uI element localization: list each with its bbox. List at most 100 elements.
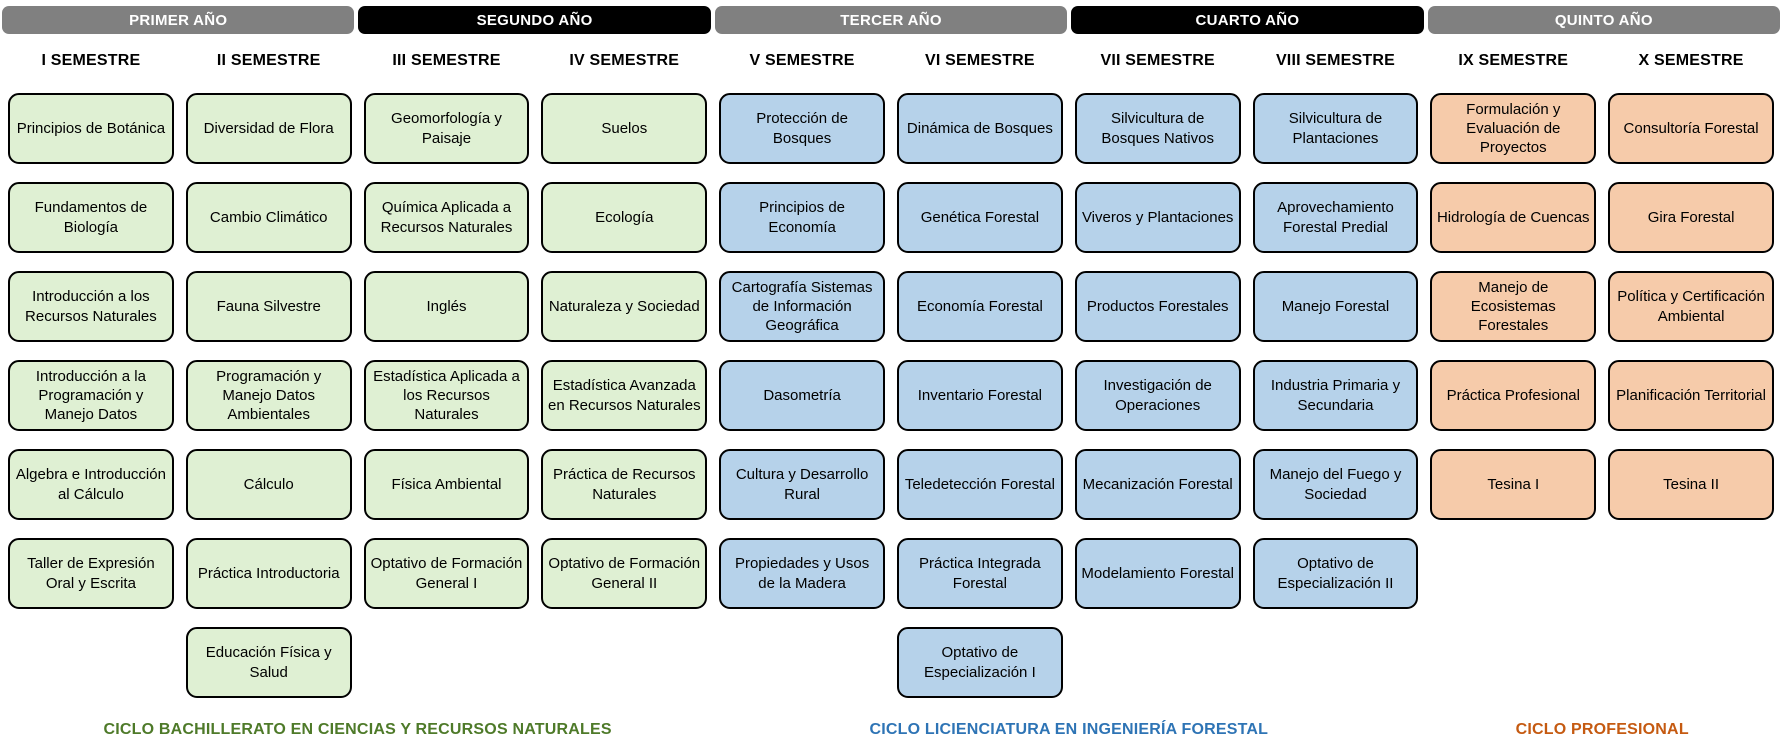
semester-heading-3: III SEMESTRE xyxy=(392,52,501,69)
course-box[interactable]: Cálculo xyxy=(185,449,352,520)
course-box[interactable]: Protección de Bosques xyxy=(719,93,885,164)
course-box[interactable]: Formulación y Evaluación de Proyectos xyxy=(1430,93,1597,164)
course-box[interactable]: Ecología xyxy=(541,182,708,253)
course-box[interactable]: Geomorfología y Paisaje xyxy=(363,93,530,164)
course-box[interactable]: Optativo de Formación General I xyxy=(363,538,530,609)
course-box[interactable]: Principios de Botánica xyxy=(8,93,174,164)
course-box[interactable]: Tesina II xyxy=(1608,449,1774,520)
course-box[interactable]: Gira Forestal xyxy=(1608,182,1774,253)
course-box[interactable]: Planificación Territorial xyxy=(1608,360,1774,431)
course-box[interactable]: Principios de Economía xyxy=(719,182,885,253)
course-box[interactable]: Inventario Forestal xyxy=(896,360,1063,431)
course-box[interactable]: Cartografía Sistemas de Información Geog… xyxy=(719,271,885,342)
course-box[interactable]: Suelos xyxy=(541,93,708,164)
course-box[interactable]: Dinámica de Bosques xyxy=(896,93,1063,164)
course-box[interactable]: Manejo Forestal xyxy=(1252,271,1419,342)
cycle-label-3: CICLO PROFESIONAL xyxy=(1515,721,1689,738)
course-slot-empty xyxy=(1075,627,1241,698)
course-box[interactable]: Tesina I xyxy=(1430,449,1597,520)
course-slot-empty xyxy=(364,627,530,698)
semester-heading-5: V SEMESTRE xyxy=(749,52,855,69)
semester-heading-6: VI SEMESTRE xyxy=(924,52,1035,69)
course-box[interactable]: Silvicultura de Bosques Nativos xyxy=(1074,93,1241,164)
course-box[interactable]: Introducción a la Programación y Manejo … xyxy=(8,360,174,431)
course-box[interactable]: Economía Forestal xyxy=(896,271,1063,342)
course-box[interactable]: Práctica Introductoria xyxy=(185,538,352,609)
course-slot-empty xyxy=(1430,538,1596,609)
course-box[interactable]: Industria Primaria y Secundaria xyxy=(1252,360,1419,431)
course-box[interactable]: Práctica de Recursos Naturales xyxy=(541,449,708,520)
course-box[interactable]: Fauna Silvestre xyxy=(185,271,352,342)
course-box[interactable]: Taller de Expresión Oral y Escrita xyxy=(8,538,174,609)
course-slot-empty xyxy=(719,627,885,698)
course-box[interactable]: Consultoría Forestal xyxy=(1608,93,1774,164)
year-band-5: QUINTO AÑO xyxy=(1427,6,1781,34)
course-box[interactable]: Química Aplicada a Recursos Naturales xyxy=(363,182,530,253)
course-box[interactable]: Manejo del Fuego y Sociedad xyxy=(1252,449,1419,520)
course-box[interactable]: Estadística Avanzada en Recursos Natural… xyxy=(541,360,708,431)
course-box[interactable]: Mecanización Forestal xyxy=(1074,449,1241,520)
course-box[interactable]: Hidrología de Cuencas xyxy=(1430,182,1597,253)
course-box[interactable]: Estadística Aplicada a los Recursos Natu… xyxy=(363,360,530,431)
course-box[interactable]: Fundamentos de Biología xyxy=(8,182,174,253)
year-band-2: SEGUNDO AÑO xyxy=(358,6,711,34)
course-box[interactable]: Optativo de Especialización I xyxy=(896,627,1063,698)
course-slot-empty xyxy=(1253,627,1419,698)
course-box[interactable]: Dasometría xyxy=(719,360,885,431)
course-box[interactable]: Naturaleza y Sociedad xyxy=(541,271,708,342)
course-box[interactable]: Cambio Climático xyxy=(185,182,352,253)
course-slot-empty xyxy=(541,627,707,698)
course-box[interactable]: Investigación de Operaciones xyxy=(1074,360,1241,431)
course-box[interactable]: Manejo de Ecosistemas Forestales xyxy=(1430,271,1597,342)
semester-heading-7: VII SEMESTRE xyxy=(1100,52,1215,69)
course-box[interactable]: Práctica Profesional xyxy=(1430,360,1597,431)
course-box[interactable]: Política y Certificación Ambiental xyxy=(1608,271,1774,342)
cycle-label-2: CICLO LICIENCIATURA EN INGENIERÍA FOREST… xyxy=(869,721,1269,738)
cycle-footer-row: CICLO BACHILLERATO EN CIENCIAS Y RECURSO… xyxy=(0,718,1782,742)
course-box[interactable]: Propiedades y Usos de la Madera xyxy=(719,538,885,609)
course-slot-empty xyxy=(1608,627,1774,698)
semester-heading-10: X SEMESTRE xyxy=(1638,52,1744,69)
course-slot-empty xyxy=(1608,538,1774,609)
semester-heading-9: IX SEMESTRE xyxy=(1458,52,1569,69)
course-box[interactable]: Teledetección Forestal xyxy=(896,449,1063,520)
course-box[interactable]: Física Ambiental xyxy=(363,449,530,520)
year-band-1: PRIMER AÑO xyxy=(2,6,355,34)
course-box[interactable]: Práctica Integrada Forestal xyxy=(896,538,1063,609)
year-band-4: CUARTO AÑO xyxy=(1071,6,1424,34)
course-slot-empty xyxy=(1430,627,1596,698)
course-box[interactable]: Introducción a los Recursos Naturales xyxy=(8,271,174,342)
course-box[interactable]: Cultura y Desarrollo Rural xyxy=(719,449,885,520)
cycle-label-1: CICLO BACHILLERATO EN CIENCIAS Y RECURSO… xyxy=(103,721,612,738)
course-box[interactable]: Optativo de Formación General II xyxy=(541,538,708,609)
course-box[interactable]: Aprovechamiento Forestal Predial xyxy=(1252,182,1419,253)
course-box[interactable]: Silvicultura de Plantaciones xyxy=(1252,93,1419,164)
course-box[interactable]: Inglés xyxy=(363,271,530,342)
year-band-3: TERCER AÑO xyxy=(714,6,1068,34)
course-box[interactable]: Algebra e Introducción al Cálculo xyxy=(8,449,174,520)
course-box[interactable]: Programación y Manejo Datos Ambientales xyxy=(185,360,352,431)
course-box[interactable]: Educación Física y Salud xyxy=(185,627,352,698)
course-box[interactable]: Productos Forestales xyxy=(1074,271,1241,342)
semester-heading-2: II SEMESTRE xyxy=(216,52,321,69)
course-box[interactable]: Diversidad de Flora xyxy=(185,93,352,164)
semester-heading-4: IV SEMESTRE xyxy=(569,52,680,69)
course-box[interactable]: Optativo de Especialización II xyxy=(1252,538,1419,609)
course-box[interactable]: Modelamiento Forestal xyxy=(1074,538,1241,609)
course-box[interactable]: Genética Forestal xyxy=(896,182,1063,253)
course-box[interactable]: Viveros y Plantaciones xyxy=(1074,182,1241,253)
semester-heading-8: VIII SEMESTRE xyxy=(1275,52,1396,69)
